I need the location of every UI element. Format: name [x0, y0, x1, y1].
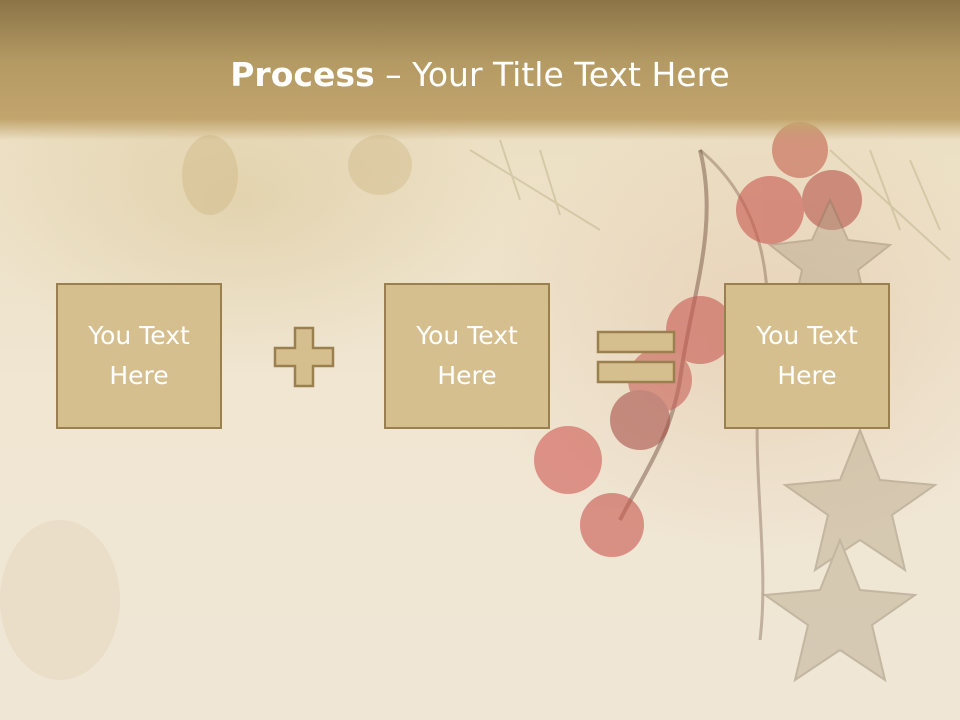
- process-box-1[interactable]: You Text Here: [56, 283, 222, 429]
- process-box-2[interactable]: You Text Here: [384, 283, 550, 429]
- plus-icon: [273, 326, 335, 388]
- title-bold-text: Process: [230, 55, 375, 94]
- process-box-3-text: You Text Here: [756, 321, 858, 390]
- title-band: [0, 0, 960, 140]
- title-rest-text: – Your Title Text Here: [374, 55, 730, 94]
- process-box-3[interactable]: You Text Here: [724, 283, 890, 429]
- equals-icon: [596, 330, 676, 384]
- process-box-1-text: You Text Here: [88, 321, 190, 390]
- slide-title: Process – Your Title Text Here: [0, 50, 960, 100]
- process-box-2-text: You Text Here: [416, 321, 518, 390]
